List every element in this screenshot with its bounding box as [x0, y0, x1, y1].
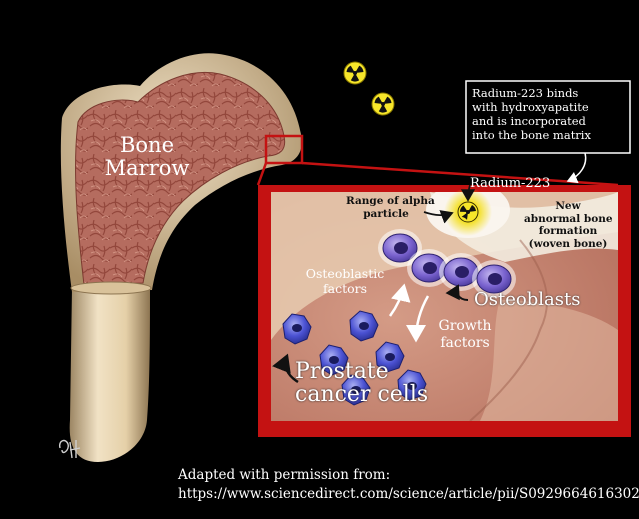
callout-line4: into the bone matrix: [472, 128, 591, 142]
radium-label: Radium-223: [470, 176, 550, 191]
new-bone-line3: formation: [524, 225, 612, 238]
cut-edge: [71, 282, 151, 294]
callout-line3: and is incorporated: [472, 114, 591, 128]
bone-marrow-label: Bone Marrow: [97, 134, 197, 180]
attribution-line1: Adapted with permission from:: [178, 466, 639, 485]
osteoblastic-factors-label: Osteoblastic factors: [300, 266, 390, 296]
new-bone-line4: (woven bone): [524, 238, 612, 251]
osteoblastic-factors-line1: Osteoblastic: [300, 266, 390, 281]
callout-line2: with hydroxyapatite: [472, 100, 591, 114]
prostate-cancer-line2: cancer cells: [295, 383, 428, 406]
new-bone-line1: New: [524, 200, 612, 213]
callout-line1: Radium-223 binds: [472, 86, 591, 100]
bone-marrow-label-line1: Bone: [97, 134, 197, 157]
prostate-cancer-line1: Prostate: [295, 360, 428, 383]
bone-marrow-label-line2: Marrow: [97, 157, 197, 180]
attribution: Adapted with permission from: https://ww…: [178, 466, 639, 504]
growth-factors-line1: Growth: [432, 318, 498, 335]
radiation-icon: [458, 202, 478, 222]
alpha-range-line1: Range of alpha: [346, 195, 426, 208]
growth-factors-label: Growth factors: [432, 318, 498, 352]
attribution-link: https://www.sciencedirect.com/science/ar…: [178, 485, 639, 504]
osteoblasts-label: Osteoblasts: [474, 289, 580, 310]
radiation-icon: [372, 93, 394, 115]
callout-text: Radium-223 binds with hydroxyapatite and…: [472, 86, 591, 142]
growth-factors-line2: factors: [432, 335, 498, 352]
new-bone-label: New abnormal bone formation (woven bone): [524, 200, 612, 250]
new-bone-line2: abnormal bone: [524, 213, 612, 226]
osteoblastic-factors-line2: factors: [300, 281, 390, 296]
alpha-range-line2: particle: [346, 208, 426, 221]
prostate-cancer-label: Prostate cancer cells: [295, 360, 428, 406]
alpha-range-label: Range of alpha particle: [346, 195, 426, 220]
radiation-icon: [344, 62, 366, 84]
bone-shaft: [70, 285, 150, 462]
